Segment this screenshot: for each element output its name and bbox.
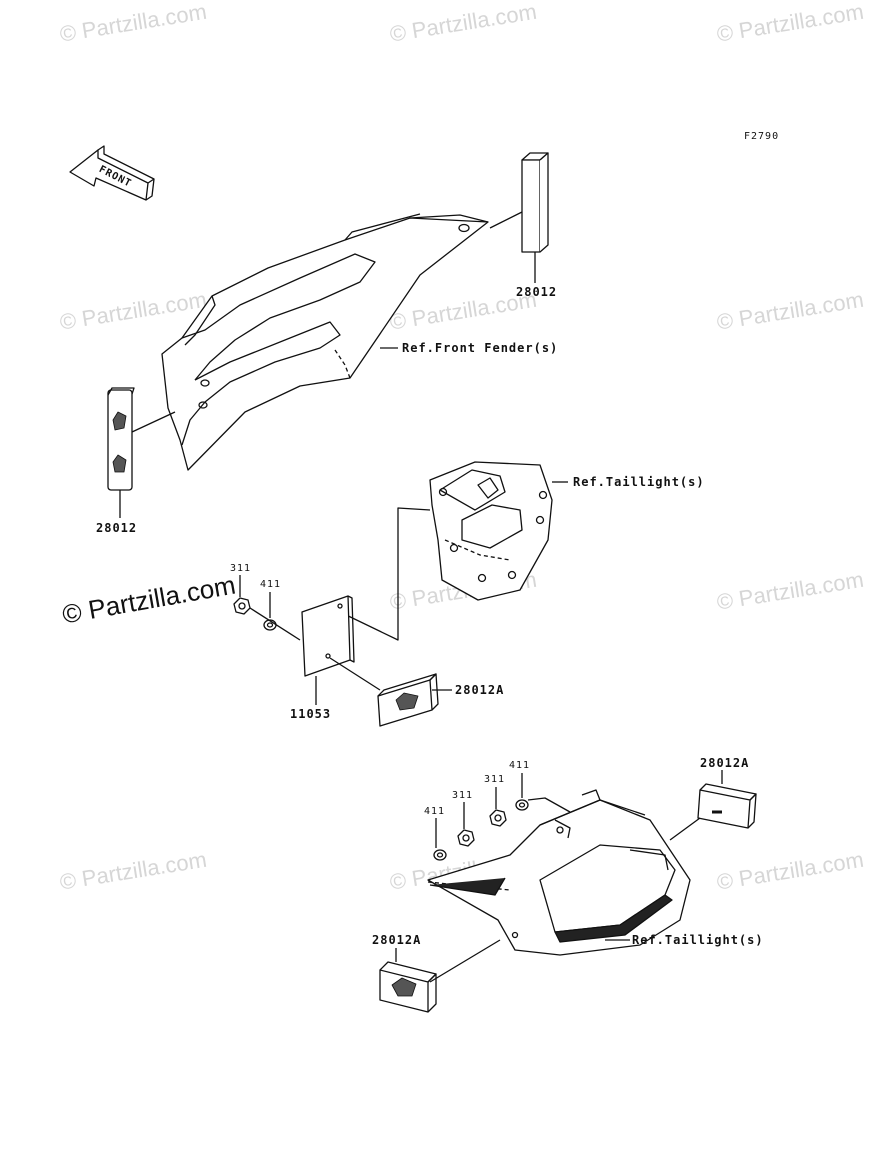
reflector-top: [489, 152, 549, 283]
reflector-lower-right: [669, 770, 757, 841]
taillight-cover-lower: [427, 789, 691, 956]
reflector-left: [107, 387, 176, 518]
label-reflector-left: 28012: [96, 521, 138, 535]
label-nut-lower-left: 311: [452, 790, 474, 801]
label-nut-lower-right: 311: [484, 774, 506, 785]
nut-upper: [233, 575, 251, 615]
label-reflector-lower-right: 28012A: [700, 756, 750, 770]
label-bracket: 11053: [290, 707, 332, 721]
washer-upper: [263, 592, 277, 631]
label-nut-upper: 311: [230, 563, 252, 574]
label-washer-lower-left: 411: [424, 806, 446, 817]
label-taillight-ref-lower: Ref.Taillight(s): [632, 933, 764, 947]
front-arrow-icon: [69, 145, 155, 201]
bracket-11053: [301, 595, 381, 705]
front-fender-outline: [161, 213, 489, 471]
label-reflector-plate: 28012A: [455, 683, 505, 697]
reflector-plate: [377, 673, 452, 727]
label-front-fender-ref: Ref.Front Fender(s): [402, 341, 559, 355]
label-reflector-top: 28012: [516, 285, 558, 299]
taillight-bracket-upper: [339, 461, 568, 641]
figure-code: F2790: [744, 131, 780, 142]
label-washer-upper: 411: [260, 579, 282, 590]
label-washer-lower-right: 411: [509, 760, 531, 771]
label-reflector-lower-left: 28012A: [372, 933, 422, 947]
nut-lower-left: [457, 802, 475, 847]
washer-lower-right: [515, 773, 529, 811]
washer-lower-left: [433, 818, 447, 861]
label-taillight-ref-upper: Ref.Taillight(s): [573, 475, 705, 489]
nut-lower-right: [489, 787, 507, 827]
reflector-lower-left: [379, 939, 501, 1013]
